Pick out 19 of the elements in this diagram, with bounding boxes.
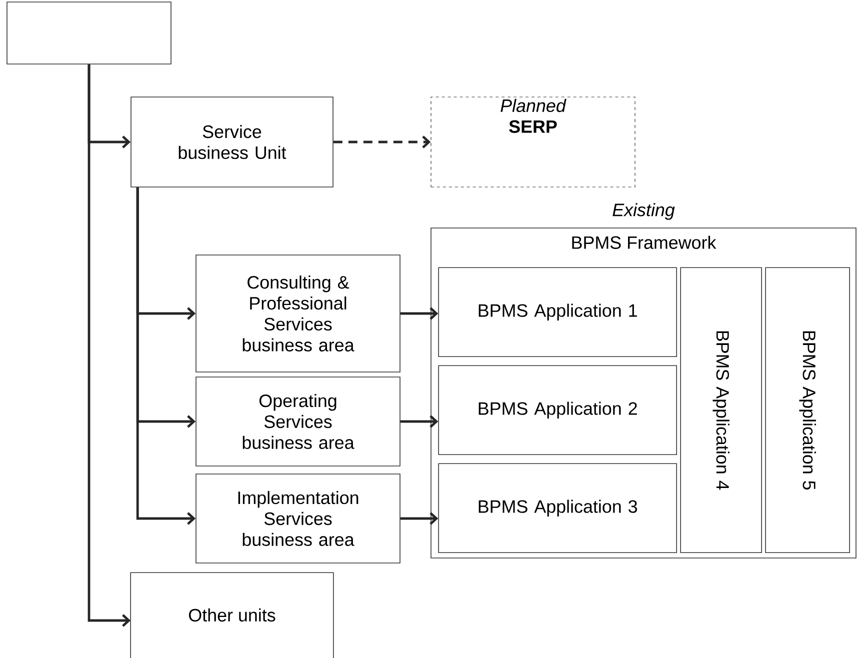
org-box — [6, 2, 172, 64]
arrow — [88, 64, 131, 627]
application-box: BPMS Application 5 — [765, 267, 850, 553]
arrow — [400, 415, 438, 428]
arrow — [400, 512, 438, 525]
application-box: BPMS Application 2 — [438, 365, 677, 455]
application-box: BPMS Application 1 — [438, 267, 677, 357]
area-box: Implementation Services business area — [196, 474, 400, 564]
unit-box: Other units — [130, 572, 334, 658]
application-box: BPMS Application 3 — [438, 463, 677, 553]
arrow — [400, 307, 438, 320]
arrow — [136, 187, 196, 525]
application-box: BPMS Application 4 — [680, 267, 762, 553]
arrow — [333, 136, 431, 148]
box-label: Existing — [612, 203, 675, 220]
planned-box: Planned SERP — [430, 96, 636, 188]
unit-box: Service business Unit — [130, 96, 334, 188]
area-box: Consulting & Professional Services business area — [196, 254, 400, 372]
area-box: Operating Services business area — [196, 376, 400, 466]
